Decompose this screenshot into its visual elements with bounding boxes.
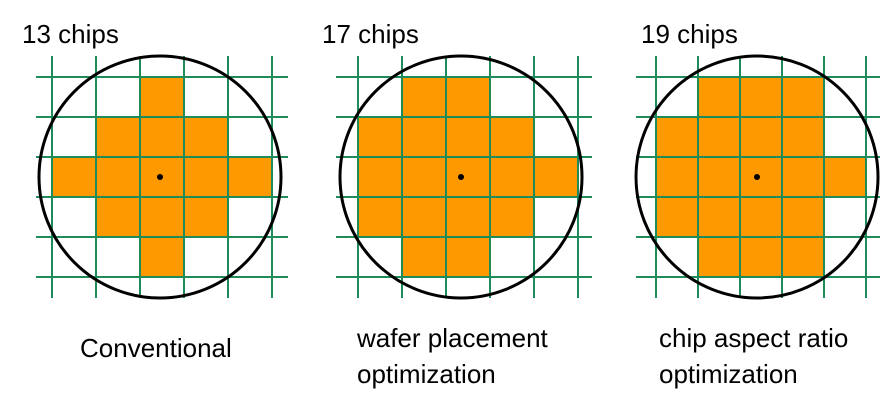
- panel-2-chip-14: [446, 197, 490, 237]
- panel-2-chip-8: [402, 157, 446, 197]
- panel-2-chip-6: [490, 117, 534, 157]
- panel-2-chip-5: [446, 117, 490, 157]
- panel-1-chip-1: [140, 77, 184, 117]
- panel-3-chip-1: [698, 77, 740, 117]
- panel-3-chip-16: [782, 197, 824, 237]
- panel-1-caption: Conventional: [80, 330, 232, 366]
- panel-3-chip-14: [698, 197, 740, 237]
- panel-2-chip-13: [402, 197, 446, 237]
- panel-1-chip-13: [140, 237, 184, 277]
- panel-3-chip-4: [656, 117, 698, 157]
- panel-1-chip-6: [96, 157, 140, 197]
- panel-3-chip-11: [782, 157, 824, 197]
- panel-1-center-dot: [157, 174, 163, 180]
- panel-1-wafer-outline: [37, 54, 283, 300]
- panel-1-chip-5: [52, 157, 96, 197]
- panel-1-chip-10: [96, 197, 140, 237]
- panel-2-chip-3: [358, 117, 402, 157]
- panel-2-chip-11: [534, 157, 578, 197]
- panel-3-chip-7: [782, 117, 824, 157]
- panel-2-count: 17 chips: [322, 19, 419, 49]
- panel-2-chip-9: [446, 157, 490, 197]
- panel-3-caption-line-1: chip aspect ratio: [659, 323, 849, 353]
- panel-1-chip-11: [140, 197, 184, 237]
- panel-2-chip-17: [446, 237, 490, 277]
- panel-3-caption: chip aspect ratio optimization: [659, 320, 848, 392]
- panel-2-wafer-outline: [338, 54, 584, 300]
- panel-2-caption-line-2: optimization: [357, 359, 496, 389]
- panel-1-chip-4: [184, 117, 228, 157]
- panel-2-chip-4: [402, 117, 446, 157]
- panel-2-chip-12: [358, 197, 402, 237]
- panel-1-chip-8: [184, 157, 228, 197]
- panel-3-chip-3: [782, 77, 824, 117]
- panel-3-chip-15: [740, 197, 782, 237]
- panel-1-chip-9: [228, 157, 272, 197]
- panel-2-center-dot: [458, 174, 464, 180]
- panel-3-chip-12: [824, 157, 866, 197]
- panel-2-caption-line-1: wafer placement: [357, 323, 548, 353]
- panel-3-chip-18: [740, 237, 782, 277]
- panel-3-chip-8: [656, 157, 698, 197]
- panel-2-chip-7: [358, 157, 402, 197]
- panel-2-caption: wafer placement optimization: [357, 320, 548, 392]
- panel-3-count: 19 chips: [641, 19, 738, 49]
- panel-3-chip-5: [698, 117, 740, 157]
- panel-3-center-dot: [754, 174, 760, 180]
- panel-1-chip-12: [184, 197, 228, 237]
- panel-1-caption-line-1: Conventional: [80, 333, 232, 363]
- panel-2-chip-16: [402, 237, 446, 277]
- panel-1-count: 13 chips: [22, 19, 119, 49]
- panel-3-chip-10: [740, 157, 782, 197]
- panel-2-chip-10: [490, 157, 534, 197]
- panel-3-chip-19: [782, 237, 824, 277]
- panel-3-wafer-outline: [634, 54, 880, 300]
- panel-2-chip-1: [402, 77, 446, 117]
- panel-3-chip-6: [740, 117, 782, 157]
- panel-2-chip-2: [446, 77, 490, 117]
- panel-2-chip-15: [490, 197, 534, 237]
- panel-3-chip-2: [740, 77, 782, 117]
- panel-3-caption-line-2: optimization: [659, 359, 798, 389]
- panel-3-chip-9: [698, 157, 740, 197]
- panel-3-chip-17: [698, 237, 740, 277]
- panel-1-chip-2: [96, 117, 140, 157]
- panel-1-chip-3: [140, 117, 184, 157]
- panel-3-chip-13: [656, 197, 698, 237]
